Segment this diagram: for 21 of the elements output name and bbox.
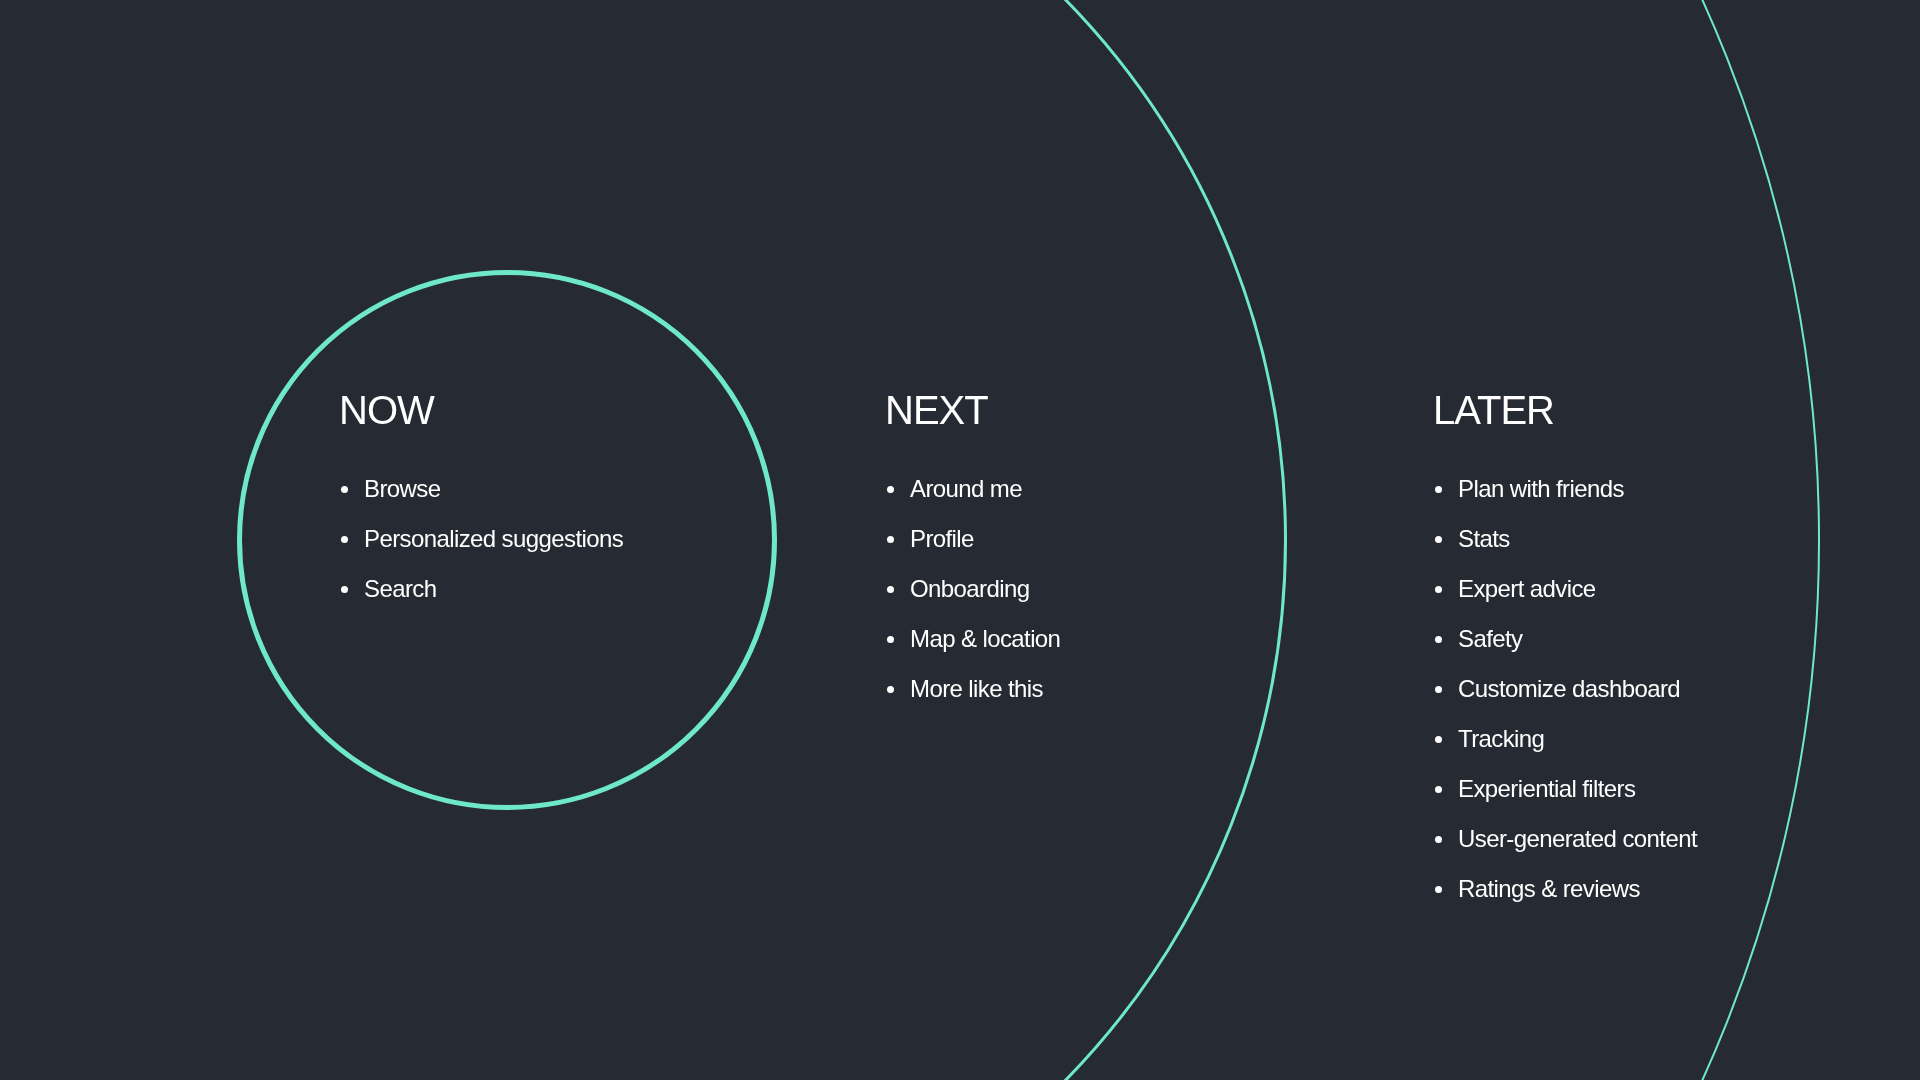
list-item: Map & location — [887, 624, 1061, 654]
list-item: Profile — [887, 524, 974, 554]
list-item: Ratings & reviews — [1435, 874, 1640, 904]
list-item: Expert advice — [1435, 574, 1596, 604]
list-item: Tracking — [1435, 724, 1545, 754]
list-item: Browse — [341, 474, 441, 504]
list-item: User-generated content — [1435, 824, 1697, 854]
list-item: Search — [341, 574, 437, 604]
roadmap-ring — [237, 270, 777, 810]
list-item: More like this — [887, 674, 1043, 704]
section-heading: NOW — [339, 387, 434, 433]
list-item: Customize dashboard — [1435, 674, 1681, 704]
list-item: Stats — [1435, 524, 1510, 554]
list-item: Plan with friends — [1435, 474, 1624, 504]
list-item: Experiential filters — [1435, 774, 1636, 804]
section-heading: NEXT — [885, 387, 988, 433]
section-heading: LATER — [1433, 387, 1554, 433]
list-item: Around me — [887, 474, 1022, 504]
list-item: Safety — [1435, 624, 1523, 654]
list-item: Personalized suggestions — [341, 524, 624, 554]
list-item: Onboarding — [887, 574, 1030, 604]
